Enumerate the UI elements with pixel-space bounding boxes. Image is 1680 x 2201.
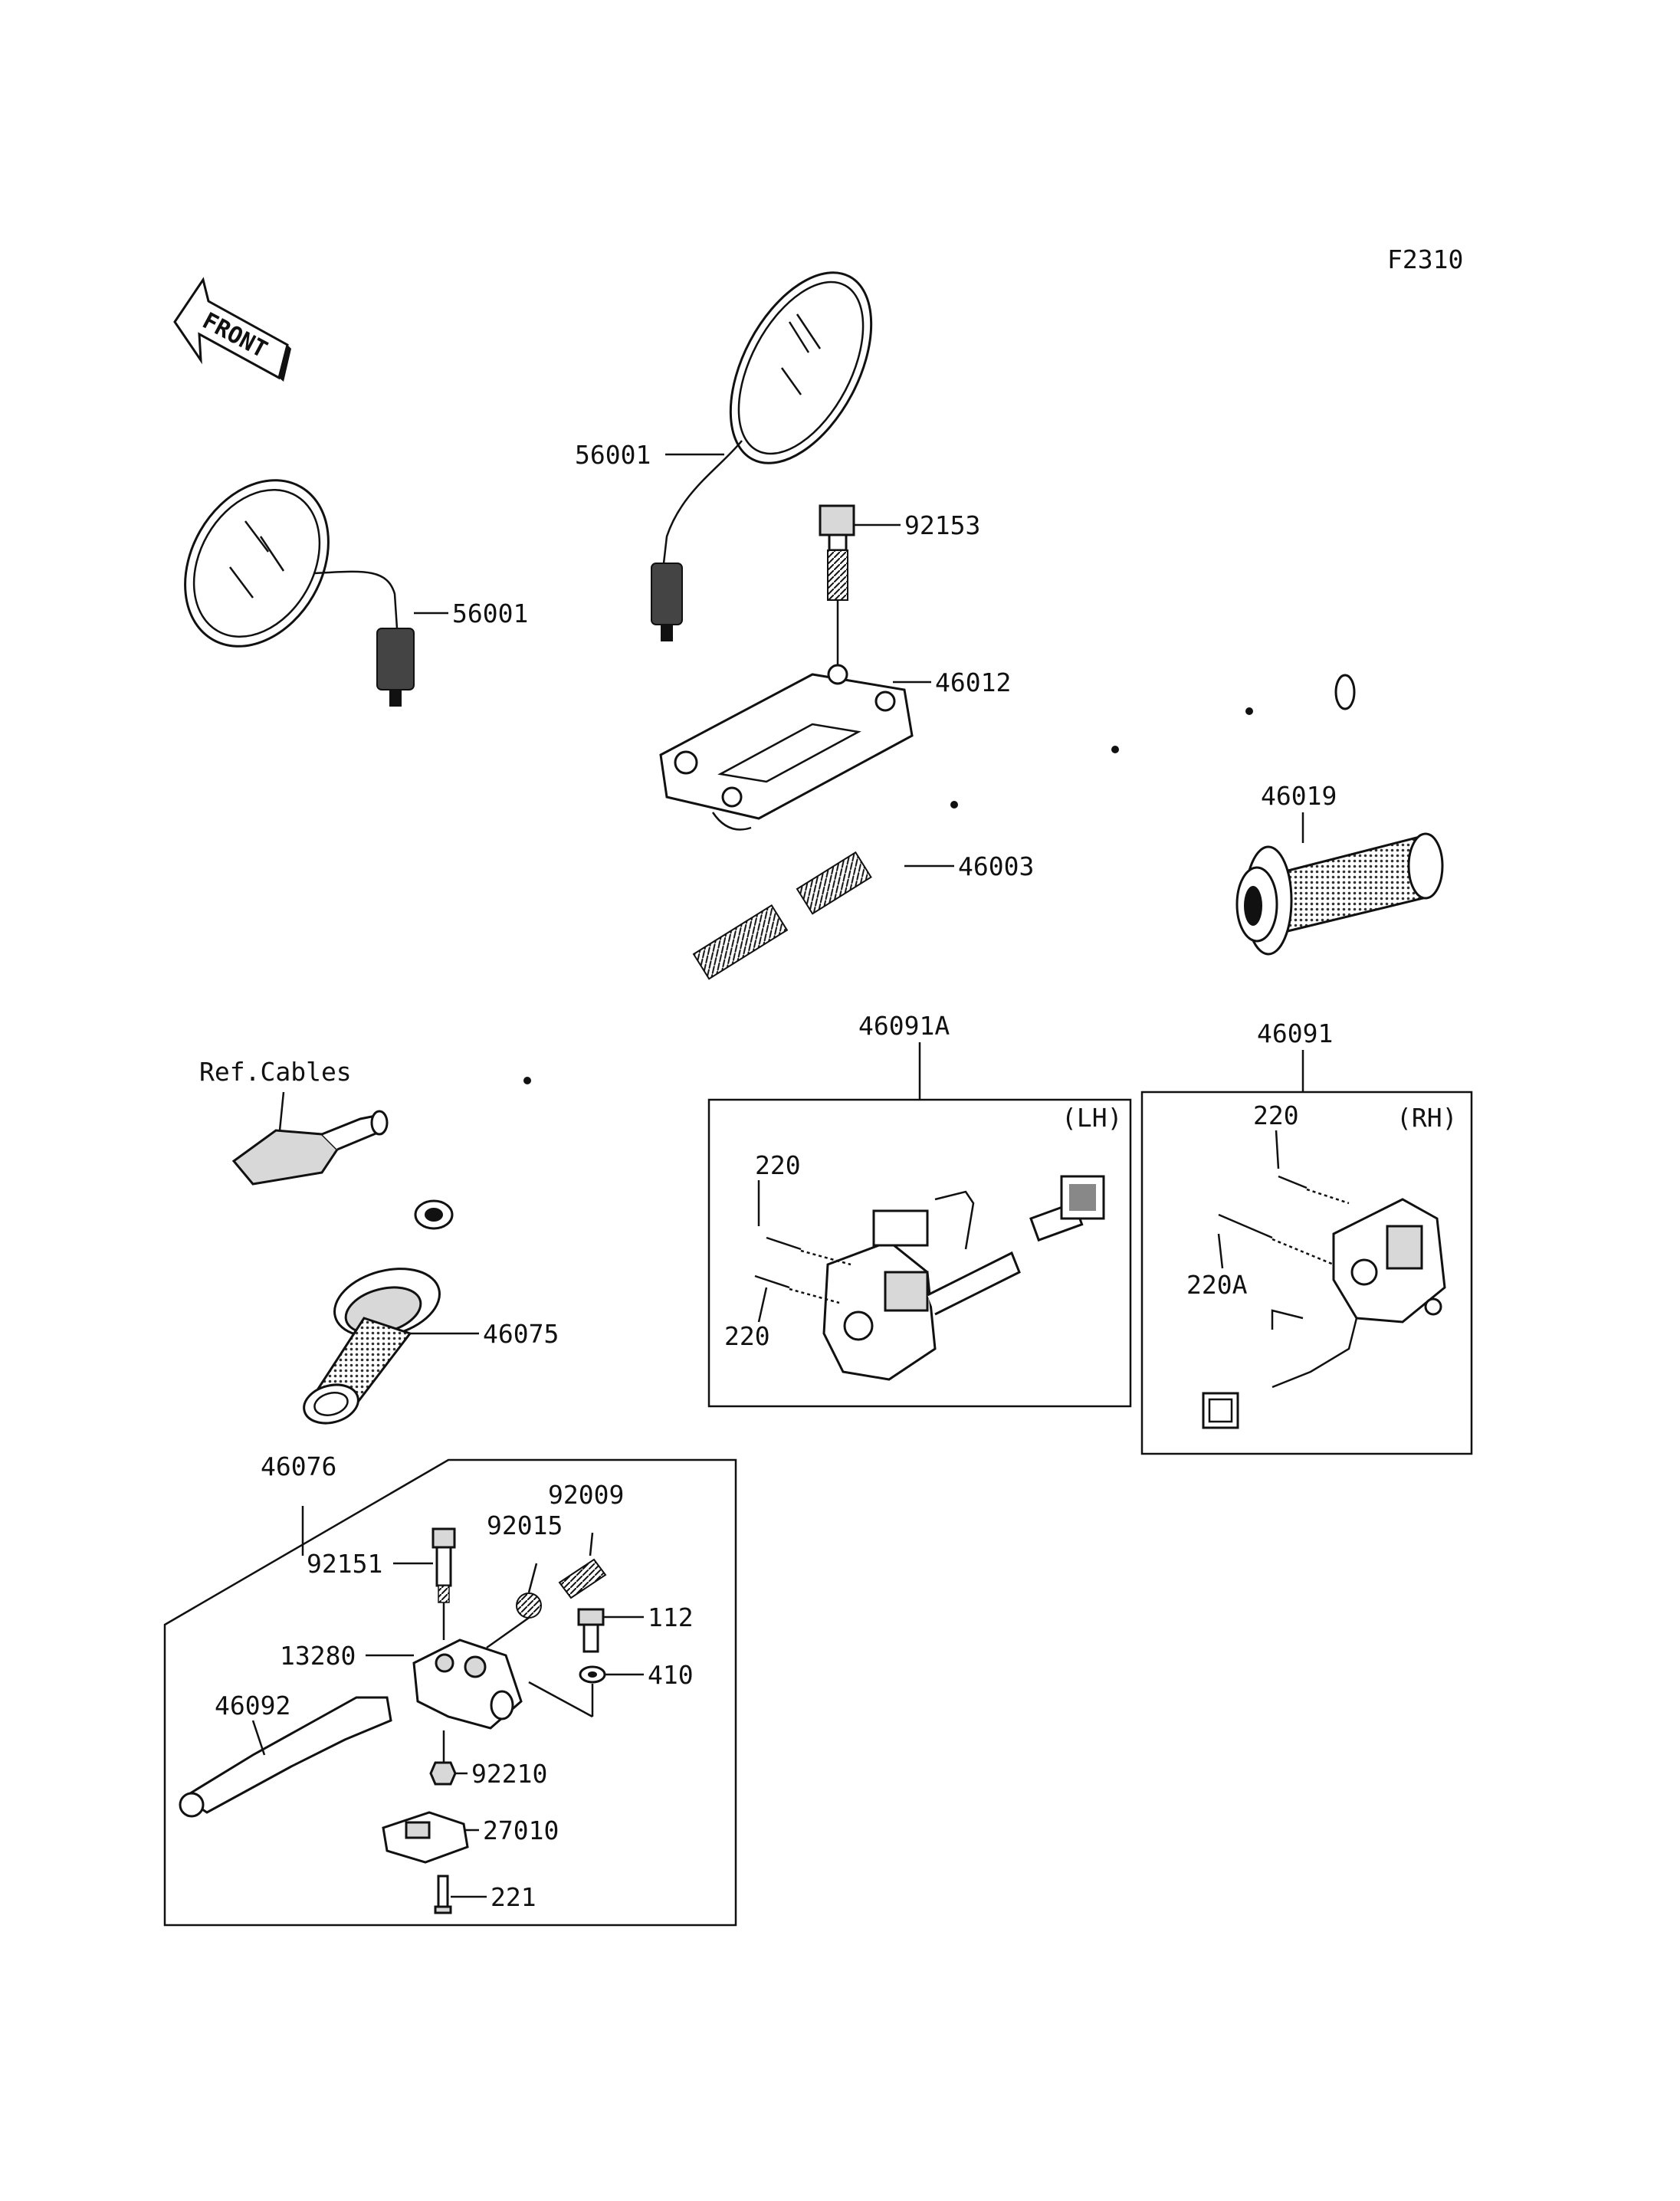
label-screw-112: 112 [648,1602,694,1632]
part-labels: 56001 56001 92153 46012 46003 46019 Ref.… [199,440,1457,1912]
label-grip-left: 46075 [483,1319,559,1349]
front-arrow-icon: FRONT [173,277,291,382]
label-ref-cables: Ref.Cables [199,1057,352,1087]
label-collar: 92015 [487,1511,563,1540]
label-mirror-right: 56001 [575,440,651,470]
switch-rh-box [1140,1091,1473,1455]
label-holder: 46012 [935,668,1011,697]
mirror-right [651,271,873,641]
label-switch-27010: 27010 [483,1816,559,1845]
handlebar-46003 [414,661,1356,1230]
label-rh-tag: (RH) [1396,1103,1457,1133]
grip-46019 [1235,832,1444,956]
holder-46012 [659,664,914,831]
ref-cables-part [231,1110,389,1186]
label-lever-assy: 46076 [261,1451,336,1481]
label-mirror-left: 56001 [452,599,528,628]
switch-lh-part [754,1175,1105,1381]
label-switch-rh: 46091 [1257,1018,1333,1048]
label-switch-lh: 46091A [858,1011,950,1041]
label-washer-410: 410 [648,1660,694,1690]
figure-code: F2310 [1387,244,1463,274]
label-lh-screw-bottom: 220 [724,1321,770,1351]
leader-lines [251,453,1304,1898]
switch-rh-part [1202,1175,1446,1429]
label-bracket: 13280 [280,1641,356,1671]
label-lever: 46092 [215,1691,290,1720]
label-grip-right: 46019 [1261,781,1337,811]
grip-46075 [303,1268,441,1425]
label-rh-screw-top: 220 [1253,1100,1299,1130]
mirror-left [184,479,415,707]
label-rh-screw-long: 220A [1186,1270,1248,1300]
label-adjuster: 92009 [548,1480,624,1510]
label-lh-screw-top: 220 [755,1150,801,1180]
label-bolt-lever: 92151 [307,1549,382,1579]
label-bolt-top: 92153 [904,510,980,540]
label-nut: 92210 [471,1759,547,1789]
bolt-92153 [819,504,855,673]
lever-assy-parts [179,1527,607,1914]
label-lh-tag: (LH) [1061,1103,1122,1133]
label-handlebar: 46003 [958,851,1034,881]
lever-assy-box [163,1458,737,1927]
label-screw-221: 221 [491,1882,536,1912]
